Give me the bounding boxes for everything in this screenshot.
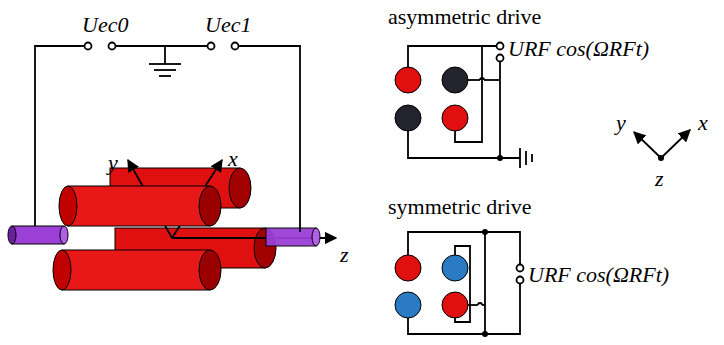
rf-voltage-label: URF cos(ΩRFt)	[528, 264, 669, 286]
axis-label: y	[108, 152, 118, 174]
axis-label: y	[616, 112, 626, 134]
axis-label: z	[655, 168, 664, 190]
voltage-label: Uec1	[205, 14, 251, 36]
axis-label: z	[340, 244, 349, 266]
drive-title: symmetric drive	[388, 196, 532, 218]
rf-voltage-label: URF cos(ΩRFt)	[508, 38, 649, 60]
drive-title: asymmetric drive	[388, 6, 541, 28]
voltage-label: Uec0	[82, 14, 128, 36]
axis-label: x	[698, 112, 708, 134]
axis-label: x	[228, 148, 238, 170]
